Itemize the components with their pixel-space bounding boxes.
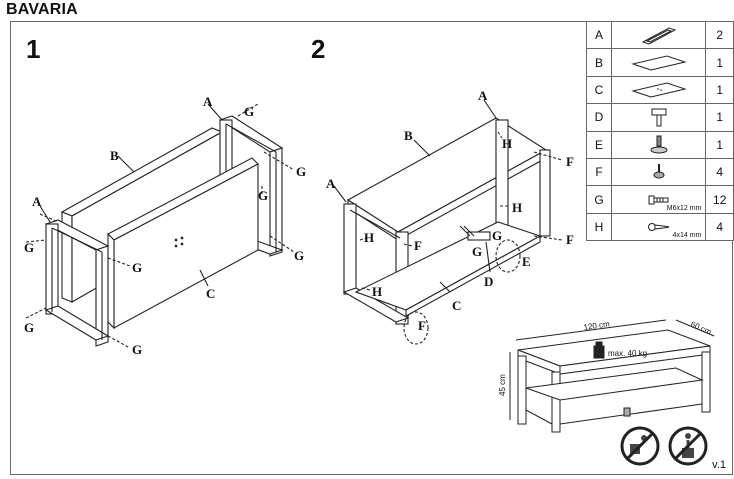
part-picture: 4x14 mm <box>611 212 707 242</box>
dimension-depth: 60 cm <box>689 320 713 337</box>
label-a-step2-left: A <box>326 176 336 191</box>
left-frame-a <box>44 219 110 347</box>
label-c-step1: C <box>206 286 215 301</box>
part-code: H <box>585 212 613 242</box>
dimension-width: 120 cm <box>583 319 611 332</box>
part-code: B <box>585 48 613 77</box>
top-panel-icon <box>612 54 705 72</box>
part-picture <box>611 157 707 187</box>
bolt-icon <box>612 193 705 207</box>
label-b-step1: B <box>110 148 119 163</box>
label-g-10: G <box>472 244 482 259</box>
part-quantity: 1 <box>705 48 734 77</box>
no-lifting-alone-icon <box>620 426 660 466</box>
step-1-assembly <box>25 103 295 349</box>
screw-icon <box>612 220 705 234</box>
part-code: C <box>585 75 613 105</box>
part-code: E <box>585 130 613 159</box>
label-g-7: G <box>24 320 34 335</box>
part-quantity: 1 <box>705 103 734 132</box>
label-h-3: H <box>364 230 374 245</box>
product-title: BAVARIA <box>6 1 78 18</box>
shelf-panel-icon <box>612 81 705 99</box>
part-quantity: 1 <box>705 130 734 159</box>
label-f-2: F <box>414 238 422 253</box>
part-quantity: 4 <box>705 157 734 187</box>
part-spec: 4x14 mm <box>672 232 702 240</box>
part-picture <box>611 103 707 132</box>
step-2-assembly <box>333 99 563 345</box>
foot-glide-icon <box>612 161 705 183</box>
step-1-number: 1 <box>26 34 41 64</box>
label-h-1: H <box>502 136 512 151</box>
step-2-number: 2 <box>311 34 326 64</box>
part-quantity: 4 <box>705 212 734 242</box>
label-g-6: G <box>132 260 142 275</box>
version-label: v.1 <box>712 459 726 471</box>
part-picture <box>611 20 707 50</box>
side-frame-icon <box>612 24 705 46</box>
label-g-1: G <box>244 104 254 119</box>
part-picture: M6x12 mm <box>611 185 707 214</box>
part-code: G <box>585 185 613 214</box>
label-a-step1-left: A <box>32 194 42 209</box>
label-g-3: G <box>258 188 268 203</box>
leveling-foot-icon <box>612 134 705 156</box>
label-e: E <box>522 254 531 269</box>
label-g-2: G <box>296 164 306 179</box>
no-climbing-icon <box>668 426 708 466</box>
part-picture <box>611 130 707 159</box>
part-code: D <box>585 103 613 132</box>
bracket-d <box>459 225 491 241</box>
label-f-3: F <box>566 232 574 247</box>
label-g-4: G <box>24 240 34 255</box>
part-spec: M6x12 mm <box>666 204 702 212</box>
label-g-5: G <box>294 248 304 263</box>
label-g-8: G <box>132 342 142 357</box>
diagram-frame <box>10 21 733 475</box>
label-h-4: H <box>372 284 382 299</box>
part-quantity: 2 <box>705 20 734 50</box>
label-g-9: G <box>492 228 502 243</box>
label-c-step2: C <box>452 298 461 313</box>
dimension-height: 45 cm <box>498 374 507 396</box>
label-a-step2-top: A <box>478 88 488 103</box>
shelf-panel-c <box>354 221 542 311</box>
bracket-icon <box>612 106 705 128</box>
dimension-drawing <box>509 319 715 433</box>
part-quantity: 12 <box>705 185 734 214</box>
max-load-label: max. 40 kg <box>608 349 647 358</box>
part-quantity: 1 <box>705 75 734 105</box>
label-a-step1-top: A <box>203 94 213 109</box>
label-b-step2: B <box>404 128 413 143</box>
part-picture <box>611 48 707 77</box>
label-f-4: F <box>418 318 426 333</box>
part-code: F <box>585 157 613 187</box>
part-code: A <box>585 20 613 50</box>
part-picture <box>611 75 707 105</box>
label-d: D <box>484 274 493 289</box>
label-f-1: F <box>566 154 574 169</box>
label-h-2: H <box>512 200 522 215</box>
